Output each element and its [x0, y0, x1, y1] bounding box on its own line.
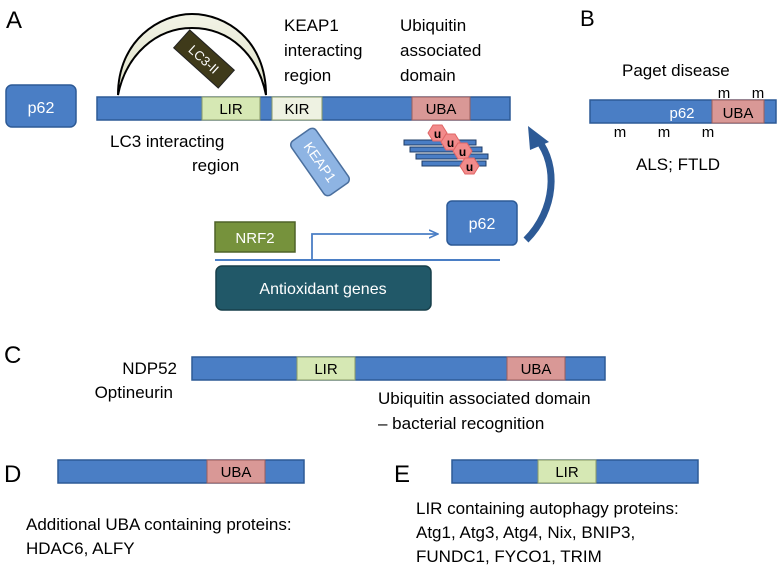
uba-domain — [411, 96, 471, 121]
panel-label-d: D — [4, 461, 21, 488]
keap1-tag: KEAP1 — [289, 127, 351, 197]
panel-label-c: C — [4, 342, 21, 369]
ubiquitin-label: u — [447, 136, 454, 150]
paget-disease-label: Paget disease — [622, 61, 730, 80]
ubiquitin-label: u — [466, 160, 473, 174]
ndp52-uba-domain — [506, 356, 566, 381]
uba-mutant-domain — [711, 99, 765, 124]
p62-product-box — [446, 200, 518, 246]
lir-domain-label: LIR — [219, 101, 243, 118]
uba-region-line-2: associated — [400, 41, 481, 60]
uba-region-line-1: Ubiquitin — [400, 16, 466, 35]
als-ftld-label: ALS; FTLD — [636, 155, 720, 174]
feedback-arrow-head — [528, 126, 549, 150]
panel-label-b: B — [580, 6, 595, 31]
ubiquitin-hexagon — [459, 157, 480, 175]
antioxidant-genes-box — [215, 265, 432, 311]
ubiquitin-label: u — [434, 127, 441, 141]
lir-domain — [201, 96, 261, 121]
keap1-region-line-2: interacting — [284, 41, 362, 60]
panel-d-uba-label: UBA — [221, 464, 252, 481]
ndp52-lir-domain — [296, 356, 356, 381]
ndp52-uba-label: UBA — [521, 361, 552, 378]
panel-d-uba-domain — [206, 459, 266, 484]
ubiquitin-hexagons: u u u u — [427, 124, 480, 175]
p62-product-label: p62 — [469, 216, 496, 233]
panel-label-e: E — [394, 461, 410, 488]
mutation-marker: m — [718, 85, 731, 102]
keap1-region-line-3: region — [284, 66, 331, 85]
kir-domain-label: KIR — [284, 101, 309, 118]
ndp52-domain-bar — [191, 356, 606, 381]
uba-mutant-label: UBA — [723, 105, 754, 122]
p62-mutant-label: p62 — [669, 105, 694, 122]
bacterial-caption-line-2: – bacterial recognition — [378, 414, 544, 433]
uba-region-line-3: domain — [400, 66, 456, 85]
ndp52-lir-label: LIR — [314, 361, 338, 378]
optineurin-label: Optineurin — [95, 383, 173, 402]
nrf2-label: NRF2 — [235, 230, 274, 247]
panel-e-caption-line-2: Atg1, Atg3, Atg4, Nix, BNIP3, — [416, 523, 635, 542]
panel-e-caption-line-3: FUNDC1, FYCO1, TRIM — [416, 547, 602, 566]
mutation-marker: m — [658, 124, 671, 141]
panel-d-caption-line-1: Additional UBA containing proteins: — [26, 515, 292, 534]
antioxidant-genes-label: Antioxidant genes — [259, 281, 386, 298]
mutation-marker: m — [614, 124, 627, 141]
nrf2-box — [214, 221, 296, 253]
lc3-region-line-2: region — [192, 156, 239, 175]
autophagosome-membrane-crescent — [117, 12, 267, 96]
mutation-marker: m — [702, 124, 715, 141]
p62-box — [5, 84, 77, 128]
panel-e-lir-label: LIR — [555, 464, 579, 481]
bacterial-caption-line-1: Ubiquitin associated domain — [378, 389, 591, 408]
panel-e-caption-line-1: LIR containing autophagy proteins: — [416, 499, 679, 518]
kir-domain — [271, 96, 323, 121]
panel-d-caption-line-2: HDAC6, ALFY — [26, 539, 135, 558]
ubiquitin-label: u — [459, 145, 466, 159]
panel-label-a: A — [6, 7, 22, 34]
panel-d-domain-bar — [57, 459, 305, 484]
uba-domain-label: UBA — [426, 101, 457, 118]
mutation-marker: m — [752, 85, 765, 102]
keap1-region-line-1: KEAP1 — [284, 16, 339, 35]
lc3-ii-tag: LC3-II — [172, 29, 236, 89]
ndp52-label: NDP52 — [122, 359, 177, 378]
feedback-arrow-shaft — [523, 137, 555, 243]
transcription-arrow — [311, 234, 438, 260]
panel-e-lir-domain — [537, 459, 597, 484]
lc3-region-line-1: LC3 interacting — [110, 132, 224, 151]
p62-box-label: p62 — [28, 100, 55, 117]
